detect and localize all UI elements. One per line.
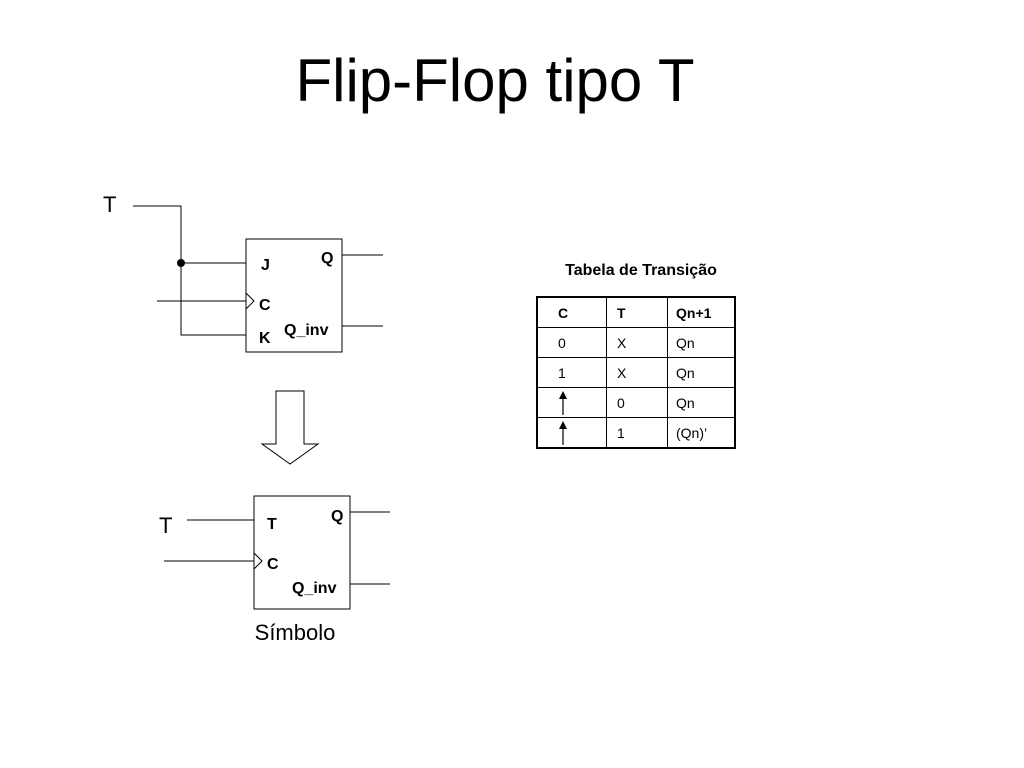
symbol-input-label: T — [159, 513, 172, 538]
clock-triangle-icon — [245, 292, 255, 310]
cell-t: X — [606, 357, 668, 388]
table-row: 0 X Qn — [536, 327, 736, 358]
t-flip-flop-box — [253, 495, 351, 610]
cell-t: 1 — [606, 417, 668, 449]
transition-table: C T Qn+1 0 X Qn 1 X Qn — [536, 296, 736, 449]
table-header-row: C T Qn+1 — [536, 296, 736, 328]
cell-q: (Qn)’ — [667, 417, 736, 449]
t-input-wire — [133, 205, 246, 336]
jk-flip-flop-circuit: T J C K Q Q_inv — [103, 192, 383, 353]
header-t: T — [606, 296, 668, 328]
rising-edge-arrow-icon — [559, 390, 567, 415]
cell-c: 1 — [536, 357, 607, 388]
table-row: 0 Qn — [536, 387, 736, 418]
header-qn1: Qn+1 — [667, 296, 736, 328]
cell-c — [536, 417, 607, 449]
pin-q-inv-label: Q_inv — [284, 322, 329, 339]
rising-edge-arrow-icon — [559, 420, 567, 445]
t-flip-flop-symbol: T T C Q Q_inv Símbolo — [159, 495, 390, 645]
pin-t-label: T — [267, 516, 277, 533]
down-arrow-icon — [260, 390, 320, 465]
clock-triangle-icon — [253, 552, 263, 570]
junction-dot — [177, 259, 185, 267]
page-title: Flip-Flop tipo T — [295, 47, 695, 114]
cell-c — [536, 387, 607, 418]
cell-q: Qn — [667, 327, 736, 358]
pin-k-label: K — [259, 330, 271, 347]
pin-q-label: Q — [331, 508, 343, 525]
jk-input-label: T — [103, 192, 116, 217]
table-title: Tabela de Transição — [565, 262, 717, 279]
table-row: 1 X Qn — [536, 357, 736, 388]
pin-c-label: C — [267, 556, 279, 573]
cell-q: Qn — [667, 387, 736, 418]
cell-q: Qn — [667, 357, 736, 388]
header-c: C — [536, 296, 607, 328]
cell-t: X — [606, 327, 668, 358]
cell-c: 0 — [536, 327, 607, 358]
pin-j-label: J — [261, 257, 270, 274]
pin-c-label: C — [259, 297, 271, 314]
symbol-caption: Símbolo — [255, 620, 336, 645]
pin-q-label: Q — [321, 250, 333, 267]
cell-t: 0 — [606, 387, 668, 418]
jk-flip-flop-box — [245, 238, 343, 353]
table-row: 1 (Qn)’ — [536, 417, 736, 449]
pin-q-inv-label: Q_inv — [292, 580, 337, 597]
